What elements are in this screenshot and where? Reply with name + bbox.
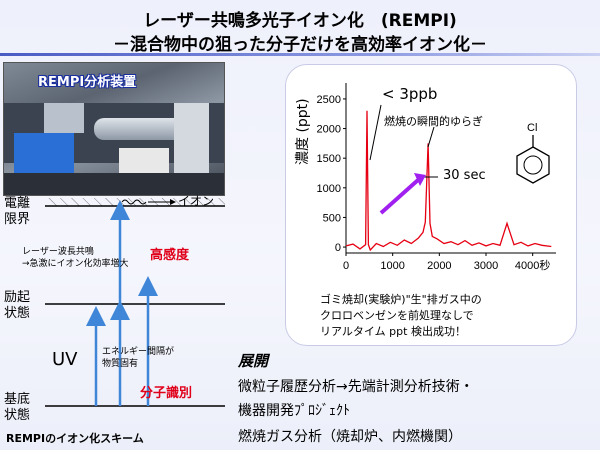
ion-label: イオン	[178, 194, 215, 208]
y-tick-label: 1000	[317, 183, 341, 195]
concentration-chart: 0 500 1000 1500 2000 2500 0 1000 2000 3000 4000秒 C…	[317, 83, 556, 272]
development-line2: 機器開発ﾌﾟﾛｼﾞｪｸﾄ	[238, 403, 350, 419]
level-ground-label: 基底 状態	[4, 392, 31, 423]
energy-gap-note: エネルギー間隔が 物質固有	[102, 347, 175, 369]
x-tick-label: 0	[343, 260, 349, 272]
y-tick-label: 2500	[317, 94, 341, 106]
development-heading: 展開	[238, 352, 269, 370]
highlight-arrow-head	[414, 173, 426, 186]
scheme-graphic	[45, 198, 225, 407]
y-tick-label: 1500	[317, 153, 341, 165]
ionization-continuum	[45, 198, 225, 206]
y-tick-label: 0	[335, 242, 341, 254]
chart-caption-line3: リアルタイム ppt 検出成功！	[320, 325, 466, 338]
y-tick-label: 2000	[317, 124, 341, 136]
level-ionization-label: 電離 限界	[4, 196, 31, 227]
concentration-chart-panel: 0 500 1000 1500 2000 2500 0 1000 2000 3000 4000秒 C…	[285, 64, 577, 346]
aromatic-circle	[523, 155, 543, 175]
width-annotation: 30 sec	[443, 168, 486, 183]
fluctuation-annotation: 燃焼の瞬間的ゆらぎ	[384, 115, 483, 128]
x-tick-label: 3000	[474, 260, 498, 272]
limit-annotation: < 3ppb	[382, 85, 438, 103]
limit-pointer	[369, 104, 382, 161]
ion-wave	[121, 199, 147, 205]
x-tick-label: 1000	[380, 260, 404, 272]
x-tick-label: 2000	[427, 260, 451, 272]
level-excited-label: 励起 状態	[4, 290, 31, 321]
title-divider	[0, 53, 600, 56]
chart-caption-line2: クロロベンゼンを前処理なしで	[320, 309, 474, 322]
high-sensitivity-label: 高感度	[150, 248, 190, 263]
y-tick-label: 500	[323, 212, 341, 224]
page-title: レーザー共鳴多光子イオン化 (REMPI)	[143, 11, 457, 31]
ion-arrow-head	[170, 199, 176, 205]
fluctuation-pointer	[427, 126, 435, 148]
highlight-arrow	[379, 178, 420, 215]
development-line1: 微粒子履歴分析→先端計測分析技術・	[238, 379, 474, 395]
chart-ylabel: 濃度 (ppt)	[295, 98, 311, 165]
x-tick-label: 4000秒	[515, 258, 550, 272]
chlorobenzene-ring	[516, 146, 550, 184]
molecule-label: Cl	[527, 122, 537, 134]
selectivity-label: 分子識別	[140, 386, 193, 401]
resonance-note: レーザー波長共鳴 →急激にイオン化効率増大	[22, 247, 129, 269]
chart-caption-line1: ゴミ焼却(実験炉)"生"排ガス中の	[320, 293, 482, 306]
ionization-scheme: 電離 限界 イオン レーザー波長共鳴 →急激にイオン化効率増大 高感度 励起 状…	[0, 194, 230, 450]
apparatus-photo: REMPI分析装置	[3, 62, 225, 196]
photo-label: REMPI分析装置	[38, 75, 137, 90]
development-line3: 燃焼ガス分析（焼却炉、内燃機関）	[238, 429, 462, 445]
chart-series-line	[345, 110, 552, 252]
uv-label: UV	[52, 349, 78, 370]
scheme-caption: REMPIのイオン化スキーム	[6, 432, 144, 445]
page-subtitle: －混合物中の狙った分子だけを高効率イオン化－	[113, 35, 487, 55]
